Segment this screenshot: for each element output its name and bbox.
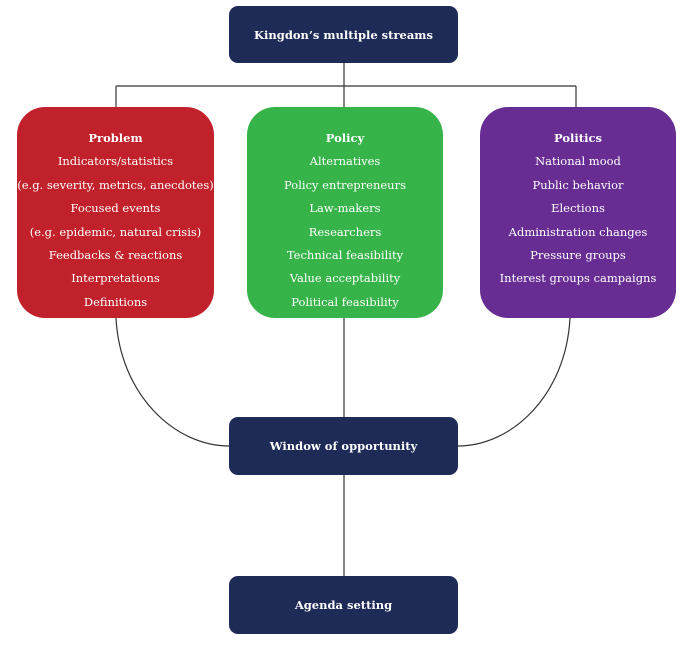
- policy-item: Technical feasibility: [286, 248, 404, 263]
- policy-item: Policy entrepreneurs: [284, 177, 406, 192]
- policy-item: Law-makers: [309, 201, 381, 216]
- politics-item: Elections: [551, 201, 605, 216]
- policy-stream-box: Policy Alternatives Policy entrepreneurs…: [247, 107, 443, 318]
- policy-heading: Policy: [325, 131, 365, 145]
- title-box: Kingdon’s multiple streams: [229, 6, 458, 63]
- politics-item: National mood: [535, 154, 621, 169]
- problem-heading: Problem: [88, 131, 143, 145]
- window-label: Window of opportunity: [269, 439, 418, 453]
- policy-item: Value acceptability: [289, 271, 401, 286]
- problem-item: Indicators/statistics: [57, 154, 174, 169]
- problem-item: (e.g. epidemic, natural crisis): [29, 224, 202, 239]
- problem-item: Feedbacks & reactions: [48, 248, 183, 263]
- agenda-label: Agenda setting: [294, 598, 393, 612]
- politics-item: Pressure groups: [530, 248, 626, 263]
- policy-item: Political feasibility: [291, 294, 399, 309]
- problem-stream-box: Problem Indicators/statistics (e.g. seve…: [17, 107, 214, 318]
- politics-to-window-curve: [457, 317, 571, 447]
- agenda-setting-box: Agenda setting: [229, 576, 458, 634]
- problem-to-window-curve: [115, 317, 230, 447]
- policy-item: Alternatives: [309, 154, 381, 169]
- politics-item: Administration changes: [508, 224, 648, 239]
- diagram-title: Kingdon’s multiple streams: [254, 27, 433, 42]
- politics-item: Interest groups campaigns: [499, 271, 657, 286]
- politics-stream-box: Politics National mood Public behavior E…: [480, 107, 676, 318]
- problem-item: (e.g. severity, metrics, anecdotes): [17, 177, 214, 192]
- problem-item: Interpretations: [71, 271, 160, 286]
- window-of-opportunity-box: Window of opportunity: [229, 417, 458, 475]
- politics-item: Public behavior: [532, 177, 624, 192]
- problem-item: Focused events: [70, 201, 161, 216]
- policy-item: Researchers: [308, 224, 382, 239]
- problem-item: Definitions: [83, 294, 148, 309]
- politics-heading: Politics: [554, 131, 602, 145]
